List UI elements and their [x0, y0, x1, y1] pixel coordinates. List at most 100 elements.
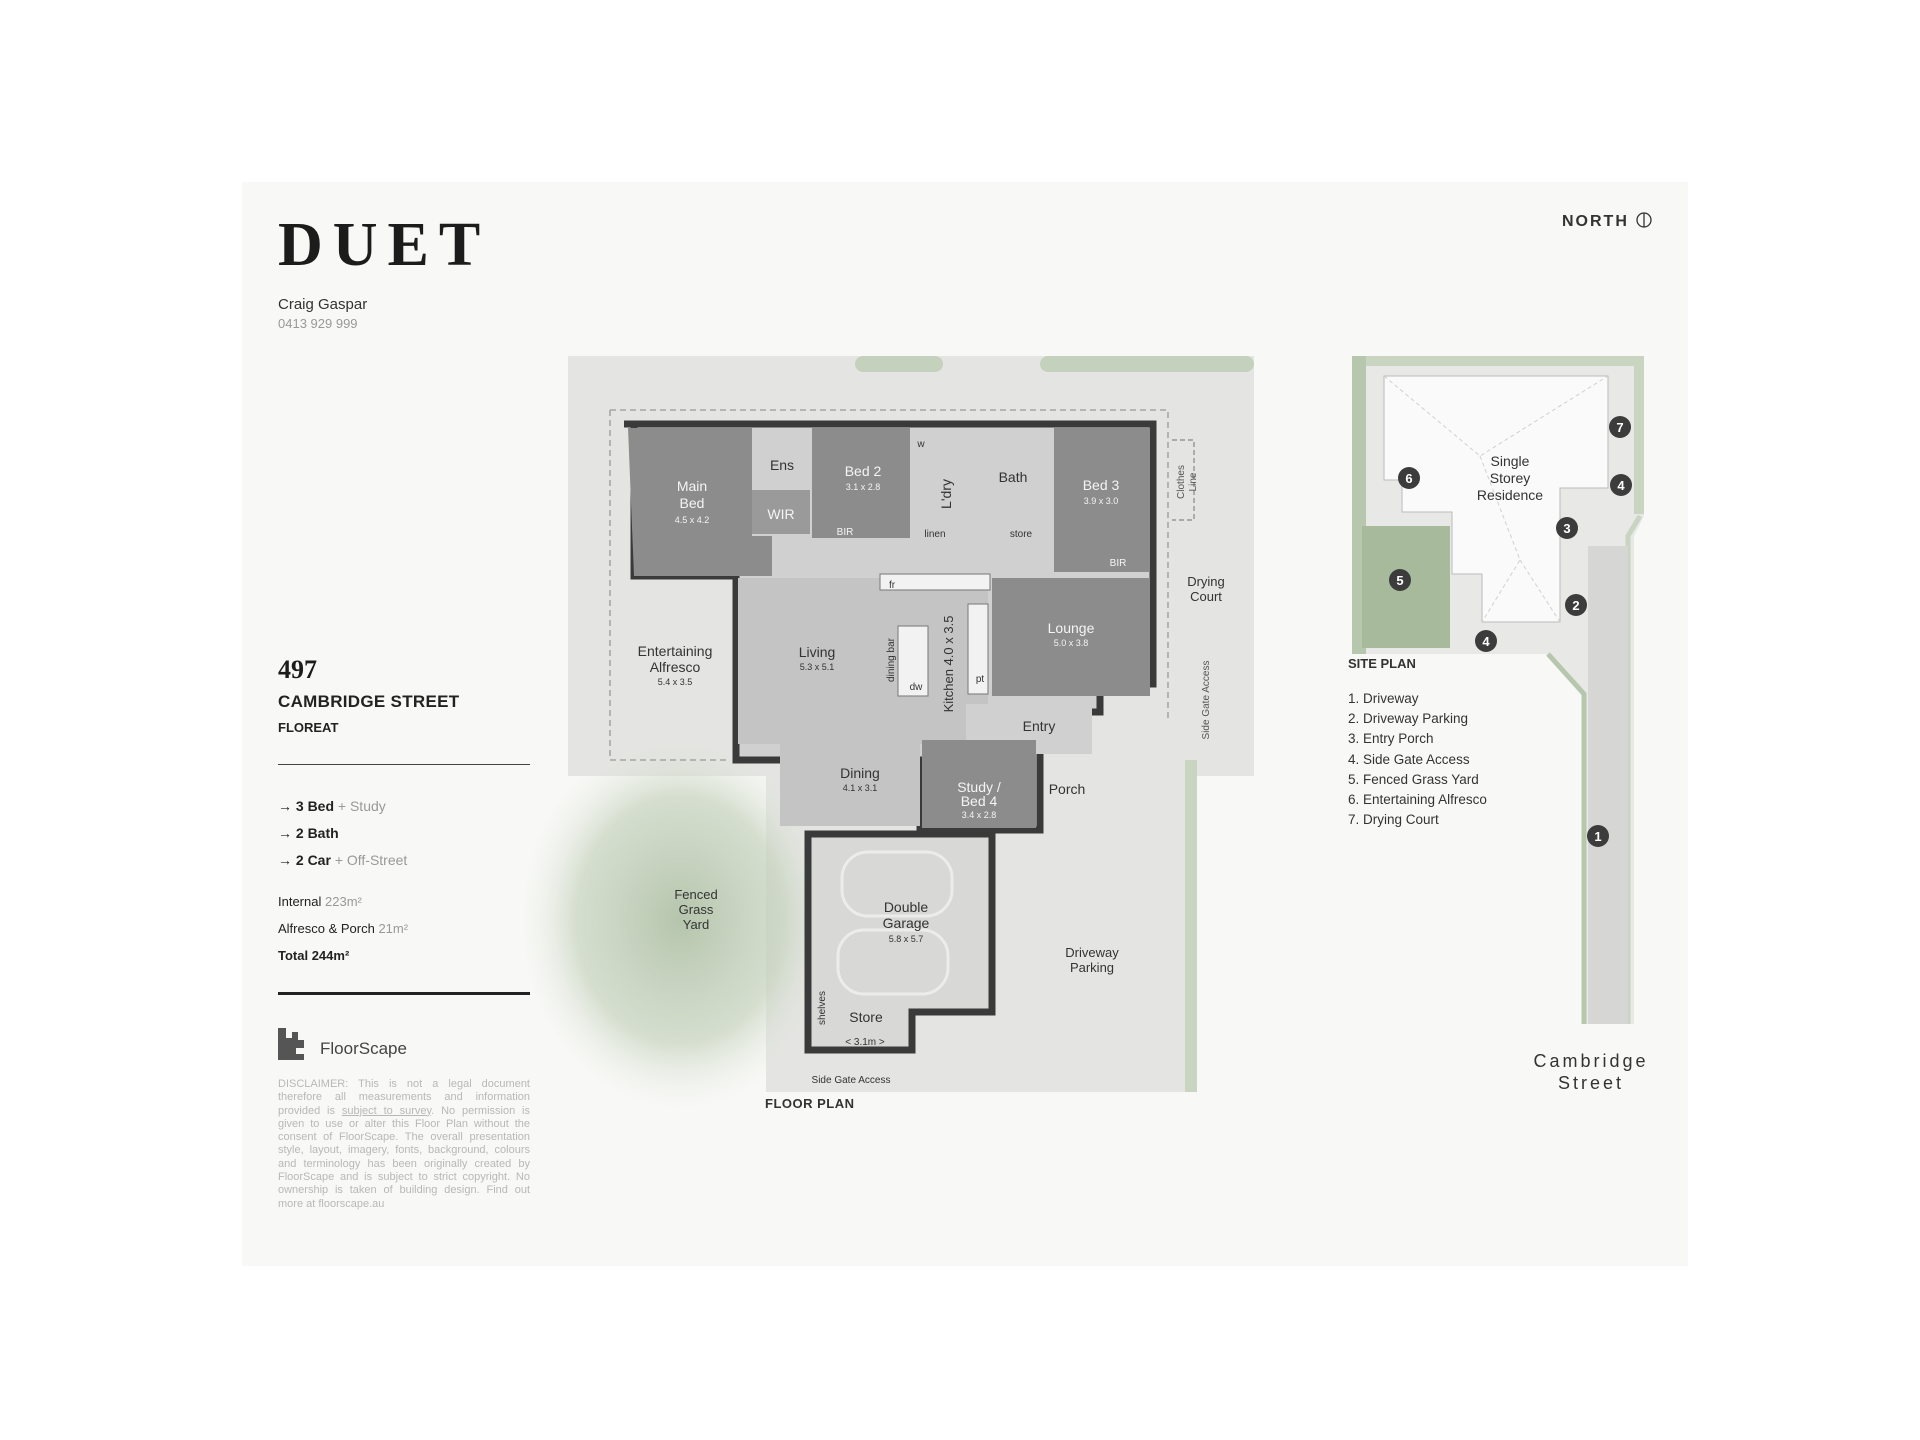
bath-label: Bath	[999, 469, 1028, 485]
driveway-strip	[1588, 546, 1628, 1024]
address-number: 497	[278, 655, 317, 684]
street-label-line: Cambridge	[1533, 1051, 1649, 1071]
garage-label: Garage	[883, 915, 930, 931]
roof-ridges	[1383, 375, 1609, 623]
store-label: Store	[849, 1009, 883, 1025]
bed3-dims: 3.9 x 3.0	[1084, 496, 1119, 506]
hedge	[1366, 356, 1644, 366]
fr-label: fr	[889, 580, 896, 591]
floorscape-logo-icon	[278, 1028, 304, 1060]
divider-thick	[278, 992, 530, 995]
lounge-room	[992, 578, 1150, 696]
garage-label: Double	[884, 899, 929, 915]
disclaimer: DISCLAIMER: This is not a legal document…	[278, 1078, 530, 1211]
street-label-line: Street	[1557, 1073, 1625, 1093]
roof-outline	[609, 409, 1169, 761]
store-width-label: < 3.1m >	[845, 1037, 885, 1048]
site-plan-legend: 1. Driveway 2. Driveway Parking 3. Entry…	[1348, 689, 1487, 830]
divider	[278, 764, 530, 765]
feature-bedrooms: → 3 Bed + Study	[278, 798, 386, 814]
yard-label: Grass	[679, 902, 714, 917]
yard-label: Yard	[683, 917, 710, 932]
kitchen-bench-top	[879, 573, 991, 591]
pt-label: pt	[976, 674, 985, 685]
bed3-label: Bed 3	[1083, 477, 1120, 493]
legend-item: 7. Drying Court	[1348, 812, 1439, 828]
site-marker-3	[1556, 517, 1578, 539]
main-bed-label: Main	[677, 478, 707, 494]
hedge	[1185, 760, 1197, 1092]
legend-item: 4. Side Gate Access	[1348, 751, 1470, 767]
alfresco-dims: 5.4 x 3.5	[658, 677, 693, 687]
site-marker-label: 7	[1616, 420, 1623, 435]
wir-label: WIR	[767, 506, 794, 522]
bed2-dims: 3.1 x 2.8	[846, 482, 881, 492]
area-label: Alfresco & Porch	[278, 921, 375, 936]
site-marker-label: 1	[1594, 829, 1601, 844]
legend-item: 2. Driveway Parking	[1348, 711, 1469, 727]
arrow-right-icon: →	[278, 825, 292, 841]
bed2-label: Bed 2	[845, 463, 882, 479]
garage-dims: 5.8 x 5.7	[889, 934, 924, 944]
north-label: NORTH	[1562, 213, 1629, 230]
dining-bar-label: dining bar	[886, 637, 897, 682]
alfresco-label: Entertaining	[638, 643, 713, 659]
site-marker-2	[1565, 594, 1587, 616]
driveway-parking-label: Parking	[1070, 960, 1114, 975]
drying-court-label: Court	[1190, 589, 1222, 604]
clothes-line-label: Line	[1188, 472, 1199, 491]
feature-extra: + Off-Street	[334, 852, 408, 868]
site-marker-6	[1398, 467, 1420, 489]
side-gate-bottom-label: Side Gate Access	[812, 1075, 891, 1086]
kitchen-label: Kitchen 4.0 x 3.5	[941, 616, 956, 713]
area-total: Total 244m²	[278, 948, 350, 963]
car-outline	[840, 850, 954, 918]
feature-main: 3 Bed	[295, 798, 335, 814]
floorscape-logo-text: FloorScape	[320, 1039, 407, 1058]
address-street: CAMBRIDGE STREET	[278, 692, 460, 711]
site-marker-7	[1609, 416, 1631, 438]
bed2-bir: BIR	[837, 527, 854, 538]
brand-logo: DUET	[278, 211, 491, 279]
dining-dims: 4.1 x 3.1	[843, 783, 878, 793]
hedge	[1040, 356, 1254, 372]
feature-main: 2 Bath	[295, 825, 339, 841]
study-label: Study /	[957, 779, 1001, 795]
yard-label: Fenced	[674, 887, 717, 902]
site-marker-label: 4	[1482, 634, 1490, 649]
bed2-room	[812, 428, 910, 538]
feature-bathrooms: → 2 Bath	[278, 825, 339, 841]
site-marker-label: 5	[1396, 573, 1403, 588]
site-marker-4b	[1610, 474, 1632, 496]
disclaimer-survey: subject to survey	[341, 1104, 432, 1117]
clothes-line-label: Clothes	[1176, 465, 1187, 499]
floor-plan-title: FLOOR PLAN	[765, 1096, 855, 1111]
ldry-room	[912, 428, 960, 526]
site-marker-4	[1475, 630, 1497, 652]
ldry-label: L'dry	[938, 479, 954, 509]
side-gate-right-label: Side Gate Access	[1201, 661, 1212, 740]
grass-yard	[520, 730, 840, 1110]
store-small-label: store	[1010, 529, 1033, 540]
porch-label: Porch	[1049, 781, 1086, 797]
kitchen-island	[897, 625, 929, 697]
disclaimer-text: . No permission is given to use or alter…	[278, 1104, 530, 1210]
w-label: w	[916, 439, 925, 450]
residence-label: Single	[1491, 453, 1530, 469]
lounge-dims: 5.0 x 3.8	[1054, 638, 1089, 648]
site-marker-label: 2	[1572, 598, 1579, 613]
garage	[804, 830, 996, 1054]
feature-car: → 2 Car + Off-Street	[278, 852, 407, 868]
entry-label: Entry	[1023, 718, 1056, 734]
driveway-parking-label: Driveway	[1065, 945, 1119, 960]
legend-item: 5. Fenced Grass Yard	[1348, 771, 1479, 787]
agent-phone: 0413 929 999	[278, 316, 358, 331]
dining-room	[780, 744, 920, 826]
main-bed-room	[628, 428, 772, 576]
area-label: Internal	[278, 894, 322, 909]
ens-label: Ens	[770, 457, 794, 473]
arrow-right-icon: →	[278, 798, 292, 814]
hedge	[855, 356, 943, 372]
